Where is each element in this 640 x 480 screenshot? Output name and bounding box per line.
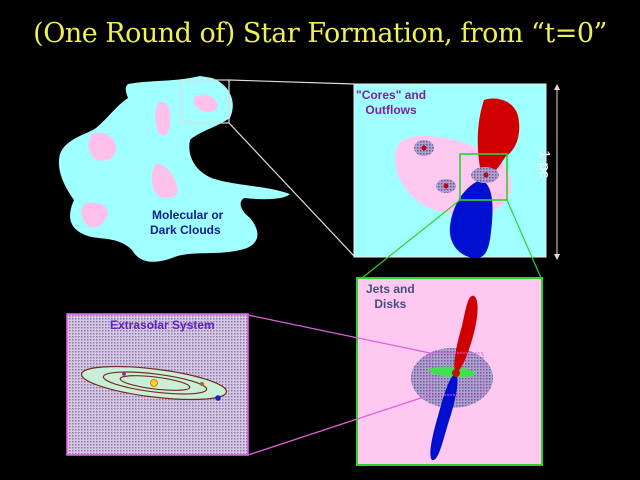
jets-label: Jets and Disks <box>366 282 415 312</box>
jets-label-line1: Jets and <box>366 282 415 296</box>
cores-label-line2: Outflows <box>365 103 417 117</box>
jets-disks-panel <box>356 277 543 466</box>
cores-label-line1: "Cores" and <box>356 88 427 102</box>
slide-title: (One Round of) Star Formation, from “t=0… <box>33 18 607 49</box>
molecular-cloud <box>58 76 291 262</box>
extrasolar-panel <box>66 313 249 456</box>
jets-label-line2: Disks <box>374 297 407 311</box>
jets-zoom-box <box>429 352 484 396</box>
clouds-label: Molecular or Dark Clouds <box>150 208 224 238</box>
clouds-label-line1: Molecular or <box>152 208 224 222</box>
cores-outflows-panel <box>353 83 547 258</box>
clouds-label-line2: Dark Clouds <box>150 223 221 237</box>
cloud-zoom-box <box>180 79 230 124</box>
scale-bar <box>554 84 560 260</box>
cores-label: "Cores" and Outflows <box>356 88 426 118</box>
extrasolar-label: Extrasolar System <box>110 318 215 332</box>
scale-bar-label: 1 pc <box>536 150 553 179</box>
cores-zoom-box <box>459 153 508 201</box>
